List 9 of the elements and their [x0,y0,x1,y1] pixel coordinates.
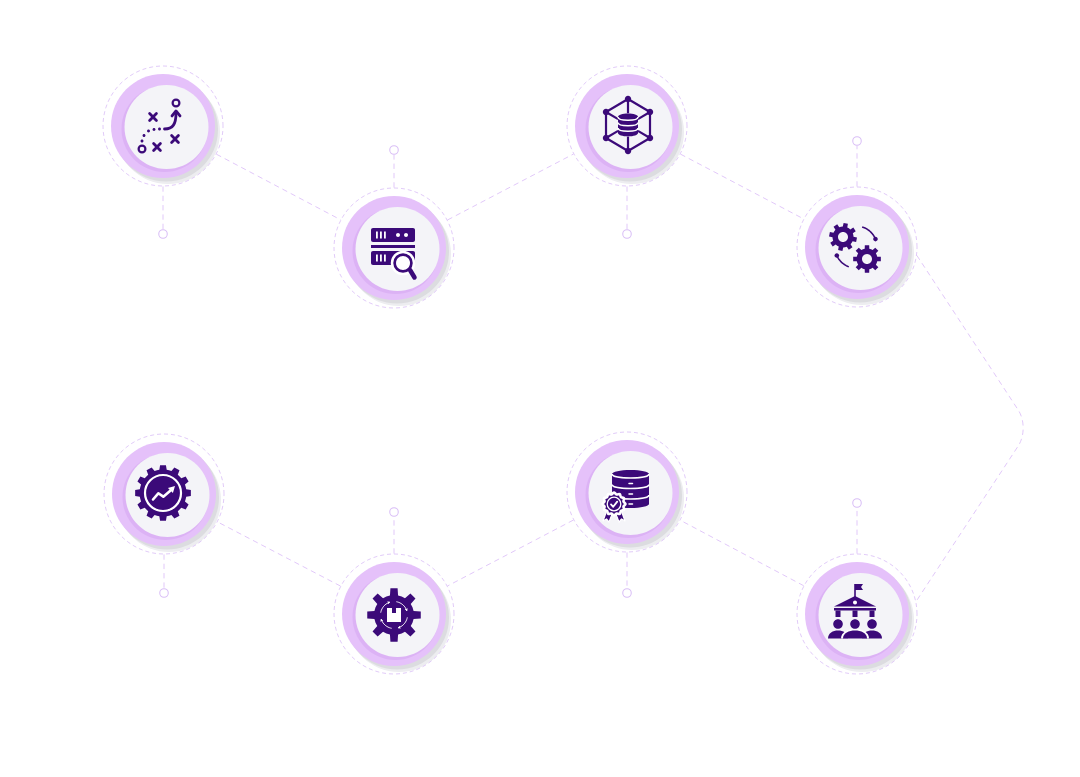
connector-line [915,255,1024,602]
icon-circle [566,65,688,187]
connector-line [447,519,574,587]
connector-line [217,521,341,587]
icon-circle [796,186,918,308]
connector-line [447,153,574,221]
connector-line [680,153,804,220]
icon-circle [102,65,224,187]
connector-line [216,153,341,221]
